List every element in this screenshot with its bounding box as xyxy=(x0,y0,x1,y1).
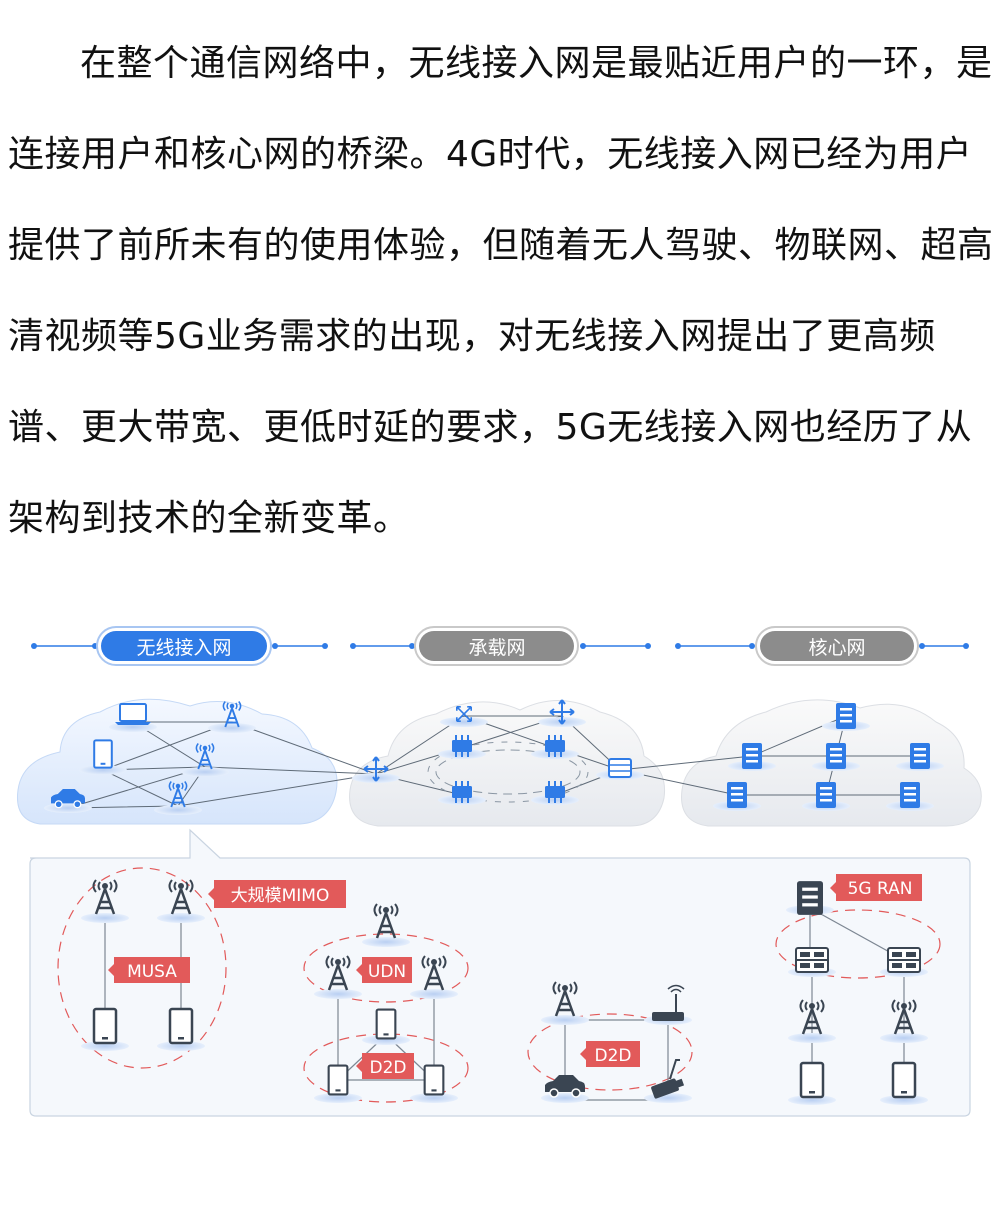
tag-udn: UDN xyxy=(356,957,412,983)
tag-d2d-1: D2D xyxy=(356,1053,414,1079)
phone-icon xyxy=(423,1064,445,1096)
tag-massive-mimo: 大规模MIMO xyxy=(208,880,346,908)
section-label-ran: 无线接入网 xyxy=(136,637,231,659)
server-icon xyxy=(727,782,747,808)
phone-icon xyxy=(375,1008,397,1040)
mimo-musa-group: 大规模MIMO MUSA xyxy=(57,867,346,1069)
iot-d2d-group: D2D xyxy=(527,980,693,1103)
tag-massive-mimo-label: 大规模MIMO xyxy=(231,886,330,906)
phone-icon xyxy=(327,1064,349,1096)
tag-5g-ran-label: 5G RAN xyxy=(848,879,913,899)
server-icon xyxy=(836,703,856,729)
section-pill-core: 核心网 xyxy=(755,626,919,666)
server-icon xyxy=(742,743,762,769)
udn-d2d-group: UDN D2D xyxy=(303,902,469,1103)
tag-d2d-1-label: D2D xyxy=(370,1058,407,1078)
server-icon xyxy=(816,782,836,808)
gateway-icon xyxy=(608,758,632,778)
section-label-core: 核心网 xyxy=(808,637,865,659)
tag-d2d-2-label: D2D xyxy=(595,1046,632,1066)
section-pill-ran: 无线接入网 xyxy=(96,626,272,666)
section-label-transport: 承载网 xyxy=(468,637,525,659)
server-icon xyxy=(826,743,846,769)
server-icon xyxy=(900,782,920,808)
server-icon xyxy=(910,743,930,769)
tag-d2d-2: D2D xyxy=(580,1041,640,1067)
section-pill-transport: 承载网 xyxy=(414,626,579,666)
section-header-bar: 无线接入网 承载网 核心网 xyxy=(31,626,969,666)
baseband-unit-icon xyxy=(795,947,829,973)
switch-icon xyxy=(451,734,473,758)
transport-cloud xyxy=(349,700,666,827)
switch-icon xyxy=(544,734,566,758)
transport-ring xyxy=(427,741,589,803)
tag-5g-ran: 5G RAN xyxy=(830,874,922,901)
phone-icon xyxy=(168,1007,194,1045)
phone-icon xyxy=(891,1061,917,1099)
phone-icon xyxy=(93,739,113,769)
tag-musa: MUSA xyxy=(108,957,190,983)
phone-icon xyxy=(799,1061,825,1099)
baseband-unit-icon xyxy=(887,947,921,973)
5g-network-diagram: 无线接入网 承载网 核心网 xyxy=(16,626,982,1117)
intro-paragraph: 在整个通信网络中，无线接入网是最贴近用户的一环，是连接用户和核心网的桥梁。4G时… xyxy=(8,43,994,539)
tag-udn-label: UDN xyxy=(368,962,406,982)
tag-musa-label: MUSA xyxy=(127,962,177,982)
ran-5g-group: 5G RAN xyxy=(775,874,941,1105)
server-icon xyxy=(797,881,823,915)
switch-icon xyxy=(544,780,566,804)
phone-icon xyxy=(92,1007,118,1045)
switch-icon xyxy=(451,780,473,804)
